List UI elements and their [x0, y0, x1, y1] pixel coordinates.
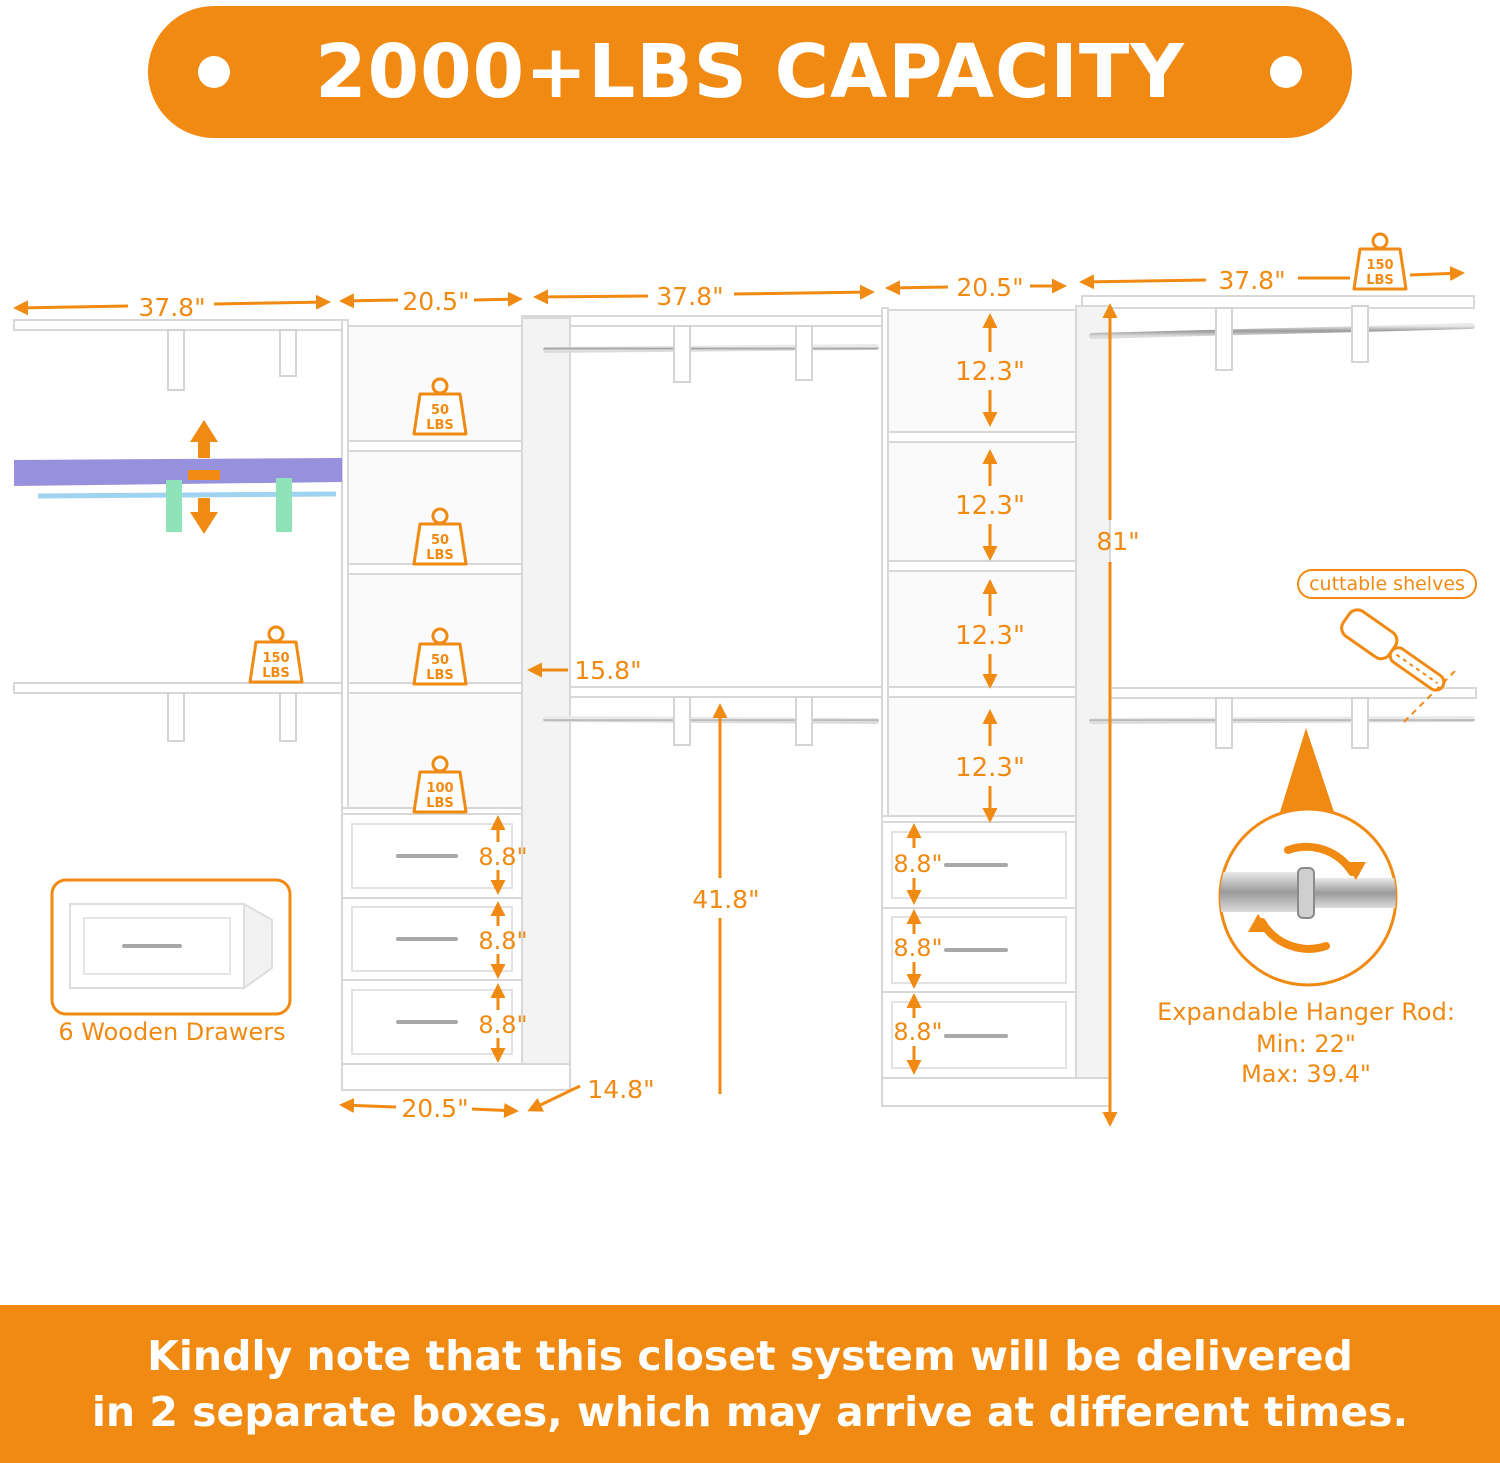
hanging-rods [35, 323, 1475, 724]
banner-title: 2000+LBS CAPACITY [315, 29, 1185, 115]
left-drawer-height-3: 8.8" [478, 1011, 527, 1039]
right-tower-side-right [1075, 305, 1111, 1107]
svg-text:LBS: LBS [426, 796, 454, 811]
svg-text:LBS: LBS [426, 418, 454, 433]
svg-text:50: 50 [431, 403, 449, 418]
top-shelf-middle [521, 315, 883, 327]
svg-text:LBS: LBS [262, 666, 290, 681]
left-tower-base [341, 1063, 571, 1091]
banner-dot-right [1270, 56, 1302, 88]
right-tower-shelf-3 [887, 686, 1077, 698]
dimension-lines [13, 265, 1465, 1127]
svg-text:100: 100 [426, 781, 453, 796]
svg-text:150: 150 [262, 651, 289, 666]
left-tower-side-right [521, 317, 571, 1091]
width-label-3: 37.8" [656, 282, 723, 311]
drawer-callout: 6 Wooden Drawers [50, 878, 292, 1046]
right-drawer-height-1: 8.8" [893, 850, 942, 878]
weight-badge-tower-drawer: 100 LBS [412, 755, 468, 814]
shelf-height-label-2: 12.3" [955, 491, 1025, 521]
width-label-4: 20.5" [956, 273, 1023, 302]
rod-callout: Expandable Hanger Rod: Min: 22" Max: 39.… [1157, 728, 1455, 1088]
drawer-details [351, 823, 1067, 1069]
adjust-arrows [188, 420, 220, 534]
width-label-5: 37.8" [1218, 266, 1285, 295]
left-tower-shelf-1 [347, 440, 523, 452]
drawer-handles [396, 854, 1008, 1038]
right-drawer-height-3: 8.8" [893, 1018, 942, 1046]
svg-text:LBS: LBS [1366, 273, 1394, 288]
bottom-shelf-left [13, 682, 343, 694]
top-shelf-right [1081, 295, 1475, 309]
cuttable-label: cuttable shelves [1309, 573, 1465, 595]
hanging-height-label: 41.8" [692, 885, 759, 914]
saw-icon [1340, 608, 1446, 692]
svg-text:50: 50 [431, 653, 449, 668]
weight-badge-tower-shelf-1: 50 LBS [412, 377, 468, 436]
rod-min: Min: 22" [1256, 1030, 1356, 1058]
rod-title: Expandable Hanger Rod: [1157, 998, 1455, 1026]
tower-width-label: 20.5" [401, 1094, 468, 1123]
right-tower-base [881, 1077, 1111, 1107]
adjustable-shelf-highlight [14, 458, 342, 532]
dimension-labels: 37.8" 20.5" 37.8" 20.5" 37.8" 12.3" 12.3… [138, 266, 1285, 1123]
drawer-callout-label: 6 Wooden Drawers [58, 1018, 285, 1046]
total-height-label: 81" [1096, 527, 1139, 556]
weight-badge-bottom-shelf: 150 LBS [248, 625, 304, 684]
shelf-height-label-1: 12.3" [955, 357, 1025, 387]
rod-max: Max: 39.4" [1241, 1060, 1371, 1088]
svg-text:LBS: LBS [426, 668, 454, 683]
banner-dot-left [198, 56, 230, 88]
svg-text:LBS: LBS [426, 548, 454, 563]
right-tower-shelf-1 [887, 431, 1077, 443]
weight-badge-tower-shelf-3: 50 LBS [412, 627, 468, 686]
shelf-height-label-3: 12.3" [955, 621, 1025, 651]
cuttable-callout: cuttable shelves [1297, 569, 1477, 723]
shelf-height-label-4: 12.3" [955, 753, 1025, 783]
weight-badge-tower-shelf-2: 50 LBS [412, 507, 468, 566]
shelf-depth-label: 15.8" [574, 656, 641, 685]
tower-depth-label: 14.8" [587, 1075, 654, 1104]
svg-text:50: 50 [431, 533, 449, 548]
left-drawer-height-2: 8.8" [478, 927, 527, 955]
weight-badges: 150 LBS 50 LBS 50 LBS 50 LBS 100 LBS [248, 232, 1408, 814]
left-drawer-height-1: 8.8" [478, 843, 527, 871]
weight-badge-top-shelf: 150 LBS [1352, 232, 1408, 291]
bottom-shelf-middle [521, 686, 883, 698]
bottom-shelf-right [1081, 687, 1477, 699]
width-label-1: 37.8" [138, 293, 205, 322]
svg-text:150: 150 [1366, 258, 1393, 273]
capacity-banner: 2000+LBS CAPACITY [148, 6, 1352, 138]
width-label-2: 20.5" [402, 287, 469, 316]
delivery-note-line-1: Kindly note that this closet system will… [147, 1332, 1353, 1380]
shelf-brackets [167, 305, 1369, 749]
delivery-note-line-2: in 2 separate boxes, which may arrive at… [91, 1388, 1409, 1436]
delivery-note: Kindly note that this closet system will… [0, 1305, 1500, 1463]
right-drawer-height-2: 8.8" [893, 934, 942, 962]
right-tower-shelf-2 [887, 560, 1077, 572]
